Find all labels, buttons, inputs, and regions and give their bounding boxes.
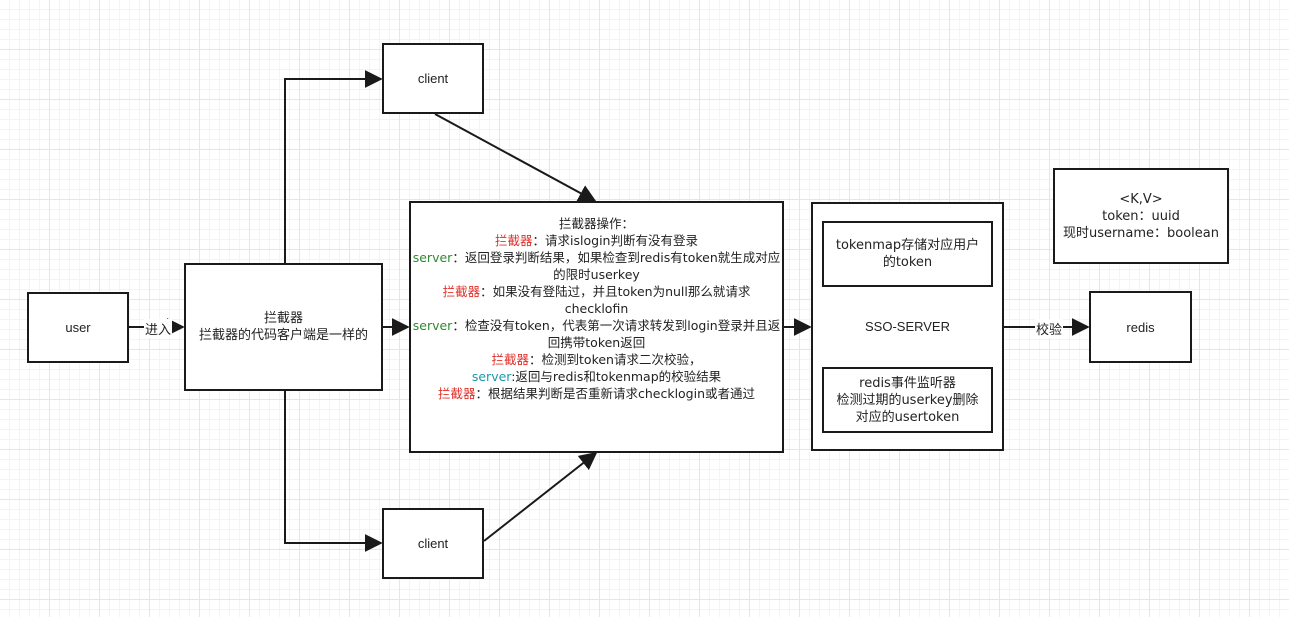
kv-username: 现时username：boolean	[1063, 225, 1219, 241]
operations-line-7: 拦截器：根据结果判断是否重新请求checklogin或者通过	[437, 386, 756, 401]
client-top-label: client	[417, 71, 449, 86]
edge-label-enter: 进入	[144, 319, 173, 338]
client-bottom-node[interactable]: client	[382, 508, 484, 579]
operations-line-2: server：返回登录判断结果，如果检查到redis有token就生成对应的限时…	[412, 250, 781, 282]
role-interceptor: 拦截器	[491, 352, 530, 367]
client-top-node[interactable]: client	[382, 43, 484, 114]
redis-label: redis	[1126, 319, 1155, 335]
operations-line-4: server：检查没有token，代表第一次请求转发到login登录并且返回携带…	[412, 318, 781, 350]
operations-text: 拦截器操作： 拦截器：请求islogin判断有没有登录 server：返回登录判…	[412, 215, 782, 402]
interceptor-operations-node[interactable]: 拦截器操作： 拦截器：请求islogin判断有没有登录 server：返回登录判…	[409, 201, 784, 453]
operations-line-6: server:返回与redis和tokenmap的校验结果	[471, 369, 722, 384]
interceptor-title: 拦截器	[263, 311, 303, 326]
kv-header: <K,V>	[1119, 191, 1163, 207]
redis-node[interactable]: redis	[1089, 291, 1192, 363]
role-server: server	[412, 318, 453, 333]
kv-token: token：uuid	[1102, 208, 1180, 224]
user-label: user	[65, 320, 91, 335]
edge-interceptor-client-top	[284, 70, 383, 263]
operations-line-3: 拦截器：如果没有登陆过，并且token为null那么就请求checklofin	[442, 284, 751, 316]
operations-line-5: 拦截器：检测到token请求二次校验，	[491, 352, 702, 367]
edge-label-verify: 校验	[1035, 319, 1064, 338]
role-interceptor: 拦截器	[437, 386, 476, 401]
operations-line-1: 拦截器：请求islogin判断有没有登录	[495, 233, 698, 248]
kv-note-node[interactable]: <K,V> token：uuid 现时username：boolean	[1053, 168, 1229, 264]
role-interceptor: 拦截器	[442, 284, 481, 299]
edge-client-top-ops	[434, 113, 597, 202]
redis-listener-description: 检测过期的userkey删除对应的usertoken	[836, 392, 979, 425]
role-server: server	[412, 250, 453, 265]
operations-title: 拦截器操作：	[558, 216, 634, 231]
edge-interceptor-client-bottom	[284, 390, 383, 552]
redis-listener-node[interactable]: redis事件监听器 检测过期的userkey删除对应的usertoken	[822, 367, 993, 433]
edge-client-bottom-ops	[483, 451, 598, 542]
tokenmap-node[interactable]: tokenmap存储对应用户的token	[822, 221, 993, 287]
sso-server-label: SSO-SERVER	[864, 319, 950, 334]
interceptor-description: 拦截器的代码客户端是一样的	[198, 328, 368, 343]
redis-listener-title: redis事件监听器	[859, 375, 956, 391]
role-server: server	[471, 369, 512, 384]
interceptor-node[interactable]: 拦截器 拦截器的代码客户端是一样的	[184, 263, 383, 391]
role-interceptor: 拦截器	[495, 233, 533, 248]
client-bottom-label: client	[417, 536, 449, 551]
tokenmap-label: tokenmap存储对应用户的token	[835, 238, 980, 270]
user-node[interactable]: user	[27, 292, 129, 363]
